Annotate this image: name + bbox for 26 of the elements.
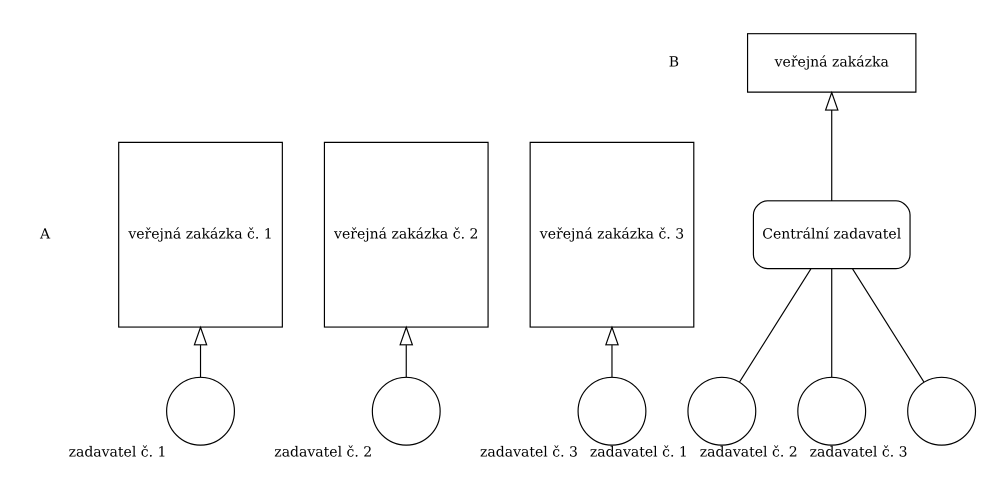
- arrow: [194, 326, 208, 378]
- node-circle: [797, 376, 866, 446]
- node-circle: [578, 376, 646, 446]
- connector: [852, 268, 924, 382]
- node-box: veřejná zakázka č. 2: [324, 142, 489, 328]
- label: B: [668, 54, 680, 71]
- node-label: zadavatel č. 3: [480, 444, 578, 460]
- node-box: veřejná zakázka č. 1: [118, 142, 283, 328]
- node-label: zadavatel č. 3: [810, 444, 908, 460]
- node-label: zadavatel č. 2: [700, 444, 798, 460]
- node-label: zadavatel č. 1: [68, 444, 166, 460]
- node-label: zadavatel č. 1: [590, 444, 688, 460]
- label: A: [40, 226, 50, 242]
- arrow: [824, 90, 839, 200]
- connector: [739, 268, 812, 382]
- node-circle: [687, 376, 756, 446]
- node-circle: [907, 376, 976, 446]
- node-box: veřejná zakázka č. 3: [530, 142, 694, 328]
- node-box: Centrální zadavatel: [752, 200, 911, 270]
- arrow: [399, 326, 414, 378]
- node-label: zadavatel č. 2: [274, 444, 372, 460]
- node-circle: [166, 376, 235, 446]
- node-circle: [372, 376, 441, 446]
- node-box: veřejná zakázka: [746, 33, 916, 93]
- arrow: [605, 326, 619, 378]
- connector: [831, 268, 832, 378]
